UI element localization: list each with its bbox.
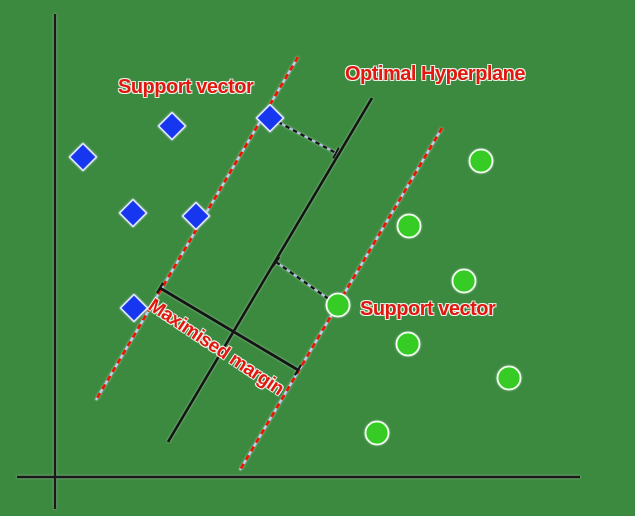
label-support-vector-top: Support vector — [118, 76, 254, 98]
class-a-point-5 — [255, 103, 285, 133]
class-a-point-0 — [68, 142, 98, 172]
margin-width-line — [159, 286, 299, 372]
class-a-point-3 — [181, 201, 211, 231]
class-a-point-2 — [118, 198, 148, 228]
left-margin-line — [94, 56, 300, 401]
label-optimal-hyperplane: Optimal Hyperplane — [345, 63, 525, 85]
class-b-point-1 — [396, 213, 422, 239]
label-support-vector-right: Support vector — [360, 298, 496, 320]
class-a-point-1 — [157, 111, 187, 141]
connector-tick-0 — [332, 147, 340, 159]
class-b-point-4 — [395, 331, 421, 357]
optimal-hyperplane-line — [166, 97, 374, 443]
margin-width-tick-right — [293, 364, 303, 376]
margin-width-tick-left — [155, 282, 165, 294]
class-b-point-0 — [468, 148, 494, 174]
connector-dashed-0 — [277, 121, 337, 154]
connector-dashed-1 — [275, 261, 334, 303]
class-b-point-6 — [364, 420, 390, 446]
class-b-point-2 — [451, 268, 477, 294]
right-margin-line — [238, 127, 444, 471]
class-a-point-4 — [119, 293, 149, 323]
connector-tick-1 — [271, 256, 281, 268]
class-b-point-3 — [325, 292, 351, 318]
class-b-point-5 — [496, 365, 522, 391]
